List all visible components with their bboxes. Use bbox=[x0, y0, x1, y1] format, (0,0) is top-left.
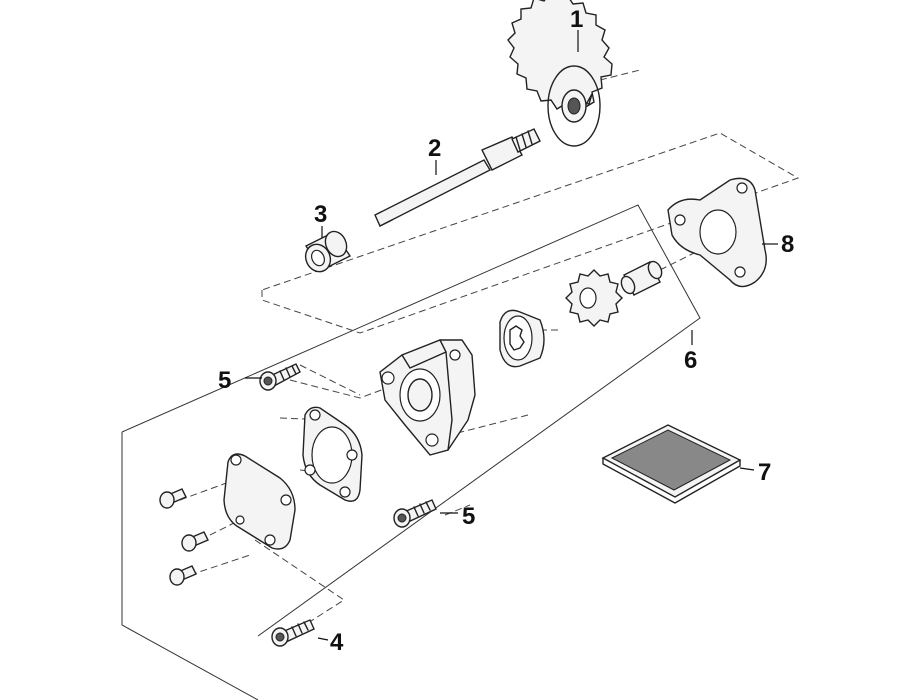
pump-pin-icon bbox=[620, 260, 663, 296]
callout-6: 6 bbox=[684, 347, 697, 374]
bolt-icon-4 bbox=[271, 619, 315, 647]
callout-4: 4 bbox=[330, 629, 344, 656]
drive-shaft-icon bbox=[374, 128, 541, 227]
callout-8: 8 bbox=[781, 231, 794, 258]
bolt-icon-upper bbox=[259, 363, 301, 391]
outer-rotor-icon bbox=[499, 309, 545, 368]
inner-rotor-icon bbox=[565, 269, 623, 327]
callout-labels: 1 2 3 5 5 4 6 7 8 bbox=[218, 6, 794, 656]
oil-strainer-icon bbox=[601, 424, 742, 504]
leader-lines bbox=[245, 30, 778, 641]
bolt-icon-lower bbox=[393, 499, 437, 528]
callout-7: 7 bbox=[758, 459, 771, 486]
pump-assembly-outline bbox=[121, 204, 701, 700]
oil-pump-icon bbox=[379, 339, 476, 456]
callout-2: 2 bbox=[428, 135, 441, 162]
callout-3: 3 bbox=[314, 201, 327, 228]
small-screw-icons bbox=[159, 488, 209, 586]
callout-5-lower: 5 bbox=[462, 503, 475, 530]
middle-gasket-icon bbox=[302, 406, 363, 502]
gasket-icon bbox=[667, 177, 767, 288]
sprocket-icon bbox=[507, 0, 613, 147]
bushing-icon bbox=[304, 230, 352, 273]
callout-5-upper: 5 bbox=[218, 367, 231, 394]
callout-1: 1 bbox=[570, 6, 583, 33]
cover-plate-icon bbox=[223, 453, 296, 550]
